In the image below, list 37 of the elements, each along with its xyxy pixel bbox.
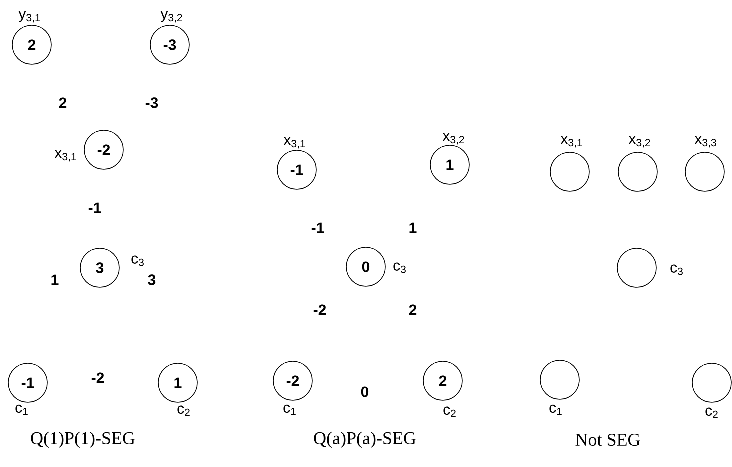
empty-circle <box>550 152 590 192</box>
weight-label: 2 <box>59 98 67 108</box>
node-label: x$_{3,2}$ <box>442 133 464 145</box>
weight-label: 2 <box>409 304 417 316</box>
panel-caption: Not SEG <box>576 434 640 446</box>
node-label: x$_{3,1}$ <box>54 150 76 162</box>
node-label: x$_{3,1}$ <box>284 137 306 149</box>
node-label: x$_{3,3}$ <box>694 136 716 148</box>
empty-circle <box>617 248 657 288</box>
weight-label: 3 <box>148 274 156 286</box>
node-label: c$_{1}$ <box>16 404 28 416</box>
empty-circle <box>685 152 725 192</box>
node-label: y$_{3,2}$ <box>160 11 182 23</box>
node-label: x$_{3,1}$ <box>560 136 582 148</box>
empty-circle <box>692 363 732 403</box>
node-label: c$_{2}$ <box>444 406 456 418</box>
weight-label: -1 <box>88 202 102 214</box>
empty-circle <box>618 152 658 192</box>
empty-circle <box>540 360 580 400</box>
node-label: c$_{3}$ <box>670 264 683 276</box>
node-label: c$_{2}$ <box>178 406 190 416</box>
node-label: c$_{1}$ <box>284 404 296 416</box>
weight-label: -3 <box>146 98 158 108</box>
weight-label: 1 <box>52 274 59 286</box>
weight-label: 1 <box>410 222 417 234</box>
node-label: c$_{2}$ <box>706 408 718 418</box>
weight-label: -2 <box>92 372 104 384</box>
weight-label: -2 <box>314 304 326 316</box>
node-label: x$_{3,2}$ <box>628 136 650 148</box>
node-label: c$_{1}$ <box>550 404 562 416</box>
panel-caption: Q(1)P(1)-SEG <box>31 432 135 448</box>
node-label: y$_{3,1}$ <box>18 11 40 23</box>
panel-caption: Q(a)P(a)-SEG <box>314 432 416 448</box>
weight-label: 0 <box>361 386 369 398</box>
node-label: c$_{3}$ <box>132 256 144 266</box>
weight-label: -1 <box>312 222 324 234</box>
node-label: c$_{3}$ <box>394 262 406 274</box>
